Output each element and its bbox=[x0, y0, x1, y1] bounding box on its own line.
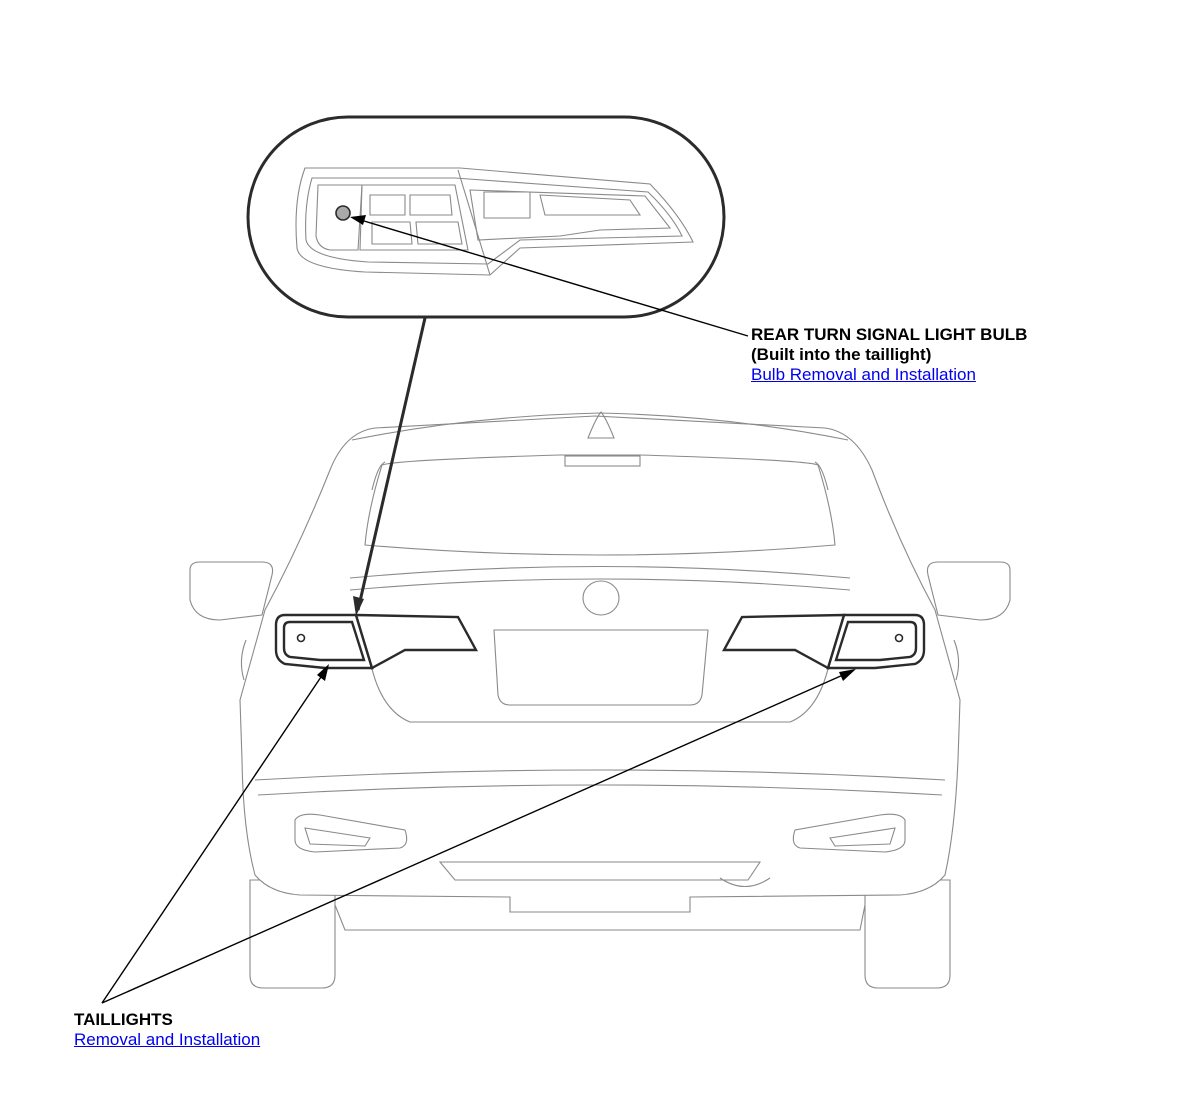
left-bumper-reflector bbox=[294, 813, 408, 853]
right-bumper-reflector-inner bbox=[829, 827, 896, 847]
shark-fin-antenna bbox=[587, 411, 615, 439]
rear-emblem bbox=[582, 580, 620, 616]
right-side-marker bbox=[953, 639, 960, 681]
left-bumper-reflector-inner bbox=[304, 827, 371, 847]
detail-tail-section-a bbox=[369, 194, 453, 216]
rear-bumper-line bbox=[254, 769, 946, 796]
bulb-leader-arrowhead bbox=[350, 215, 366, 225]
detail-pointer-arrowhead bbox=[353, 596, 364, 616]
rear-diffuser bbox=[438, 861, 762, 881]
detail-taillight-inner bbox=[305, 177, 683, 265]
detail-pointer-line bbox=[356, 317, 427, 611]
detail-trunk-section bbox=[469, 189, 672, 241]
right-taillight-trunk-lens bbox=[721, 613, 846, 670]
bulb-leader-line bbox=[353, 217, 749, 337]
right-turn-bulb-icon bbox=[894, 633, 904, 643]
detail-turn-signal-housing bbox=[315, 184, 363, 251]
detail-turn-signal-bulb-icon bbox=[335, 205, 351, 221]
taillights-leader-left bbox=[101, 667, 328, 1004]
left-turn-bulb-icon bbox=[296, 633, 306, 643]
trunk-lid-line bbox=[349, 565, 851, 591]
right-taillight[interactable] bbox=[721, 613, 926, 670]
right-rear-wheel bbox=[864, 879, 951, 989]
taillights-leader-left-arrowhead bbox=[317, 664, 329, 681]
car-rear-view bbox=[189, 411, 1011, 989]
trunk-lower-outline bbox=[369, 659, 831, 723]
high-mount-brake-light bbox=[564, 455, 641, 467]
detail-bubble-frame bbox=[246, 115, 726, 319]
left-side-marker bbox=[240, 639, 247, 681]
bulb-callout-subtitle: (Built into the taillight) bbox=[751, 345, 932, 364]
bulb-callout: REAR TURN SIGNAL LIGHT BULB (Built into … bbox=[751, 325, 1027, 385]
right-side-mirror bbox=[926, 561, 1011, 621]
taillights-callout-title: TAILLIGHTS bbox=[74, 1010, 173, 1029]
rear-window bbox=[364, 454, 836, 556]
rear-window-inner bbox=[371, 461, 829, 491]
right-taillight-inner-lens bbox=[834, 620, 918, 662]
left-taillight-outer-lens bbox=[274, 613, 374, 670]
left-taillight-inner-lens bbox=[282, 620, 366, 662]
license-plate-recess bbox=[493, 629, 709, 706]
right-taillight-outer-lens bbox=[826, 613, 926, 670]
detail-taillight-outline bbox=[295, 167, 694, 276]
taillights-callout: TAILLIGHTS Removal and Installation bbox=[74, 1010, 260, 1050]
bulb-callout-title: REAR TURN SIGNAL LIGHT BULB bbox=[751, 325, 1028, 344]
left-side-mirror bbox=[189, 561, 274, 621]
taillight-detail-bubble bbox=[246, 115, 726, 319]
taillights-leader-right bbox=[101, 670, 853, 1004]
detail-tail-section bbox=[359, 184, 469, 251]
undercarriage bbox=[334, 904, 866, 931]
taillights-removal-link[interactable]: Removal and Installation bbox=[74, 1030, 261, 1049]
bulb-removal-link[interactable]: Bulb Removal and Installation bbox=[751, 365, 976, 384]
right-bumper-reflector bbox=[792, 813, 906, 853]
left-taillight-trunk-lens bbox=[354, 613, 479, 670]
taillights-leader-right-arrowhead bbox=[839, 669, 856, 681]
left-taillight[interactable] bbox=[274, 613, 479, 670]
detail-trunk-section-a bbox=[483, 191, 642, 219]
leader-lines bbox=[101, 215, 856, 1004]
left-rear-wheel bbox=[249, 879, 336, 989]
exhaust bbox=[719, 877, 771, 888]
